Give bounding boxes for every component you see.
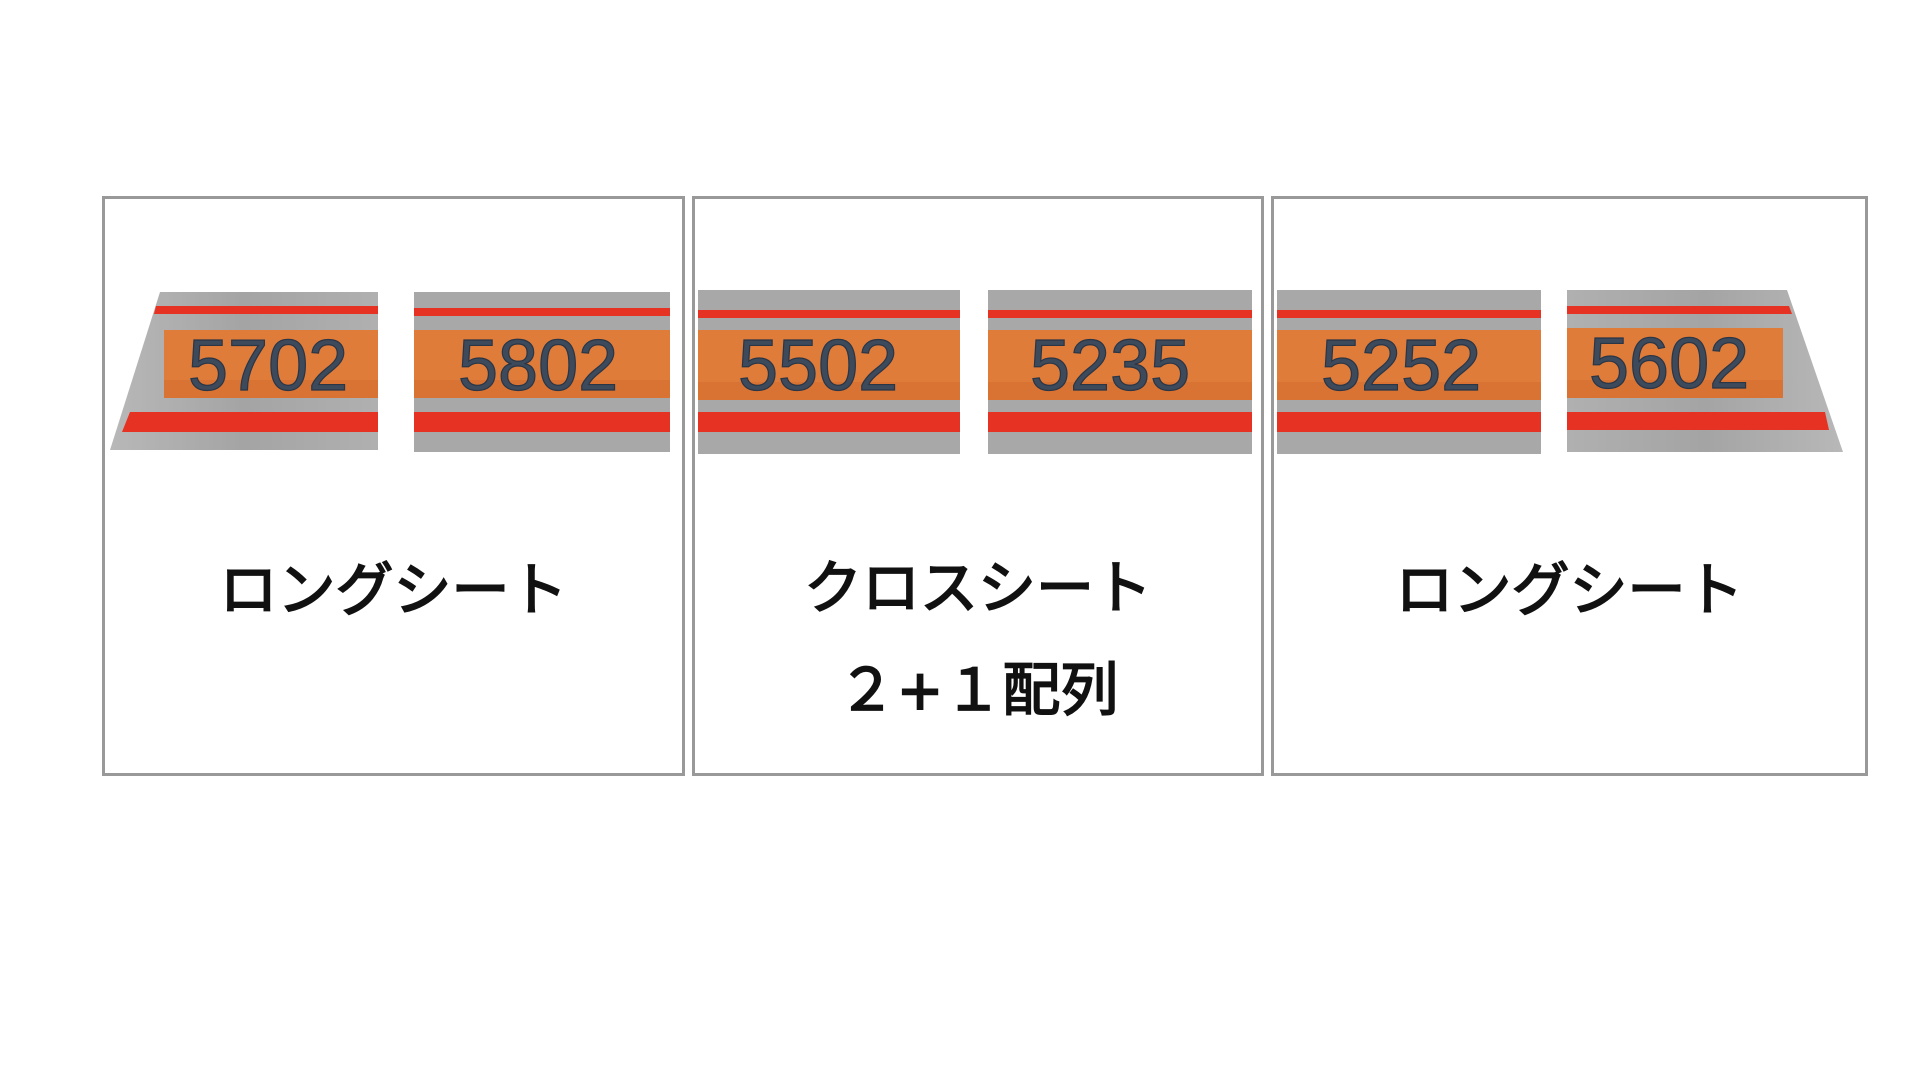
- window-band-shade: [164, 380, 378, 398]
- bottom-red-stripe: [698, 412, 960, 432]
- car-5702: 5702: [110, 292, 378, 450]
- window-band-shade: [698, 382, 960, 400]
- car-number: 5502: [738, 326, 898, 406]
- car-5252: 5252: [1277, 290, 1541, 454]
- car-number: 5252: [1321, 326, 1481, 406]
- bottom-red-stripe: [1277, 412, 1541, 432]
- top-red-stripe: [1567, 306, 1792, 314]
- seat-group-1-panel: [102, 196, 685, 776]
- seat-type-label-3: ロングシート: [1395, 556, 1744, 624]
- top-red-stripe: [988, 310, 1252, 318]
- car-5602: 5602: [1567, 290, 1843, 452]
- window-band-shade: [1567, 380, 1783, 398]
- car-5502: 5502: [698, 290, 960, 454]
- bottom-red-stripe: [414, 412, 670, 432]
- car-number: 5235: [1030, 326, 1190, 406]
- top-red-stripe: [1277, 310, 1541, 318]
- car-number: 5702: [188, 326, 348, 406]
- top-red-stripe: [154, 306, 378, 314]
- car-5235: 5235: [988, 290, 1252, 454]
- bottom-red-stripe: [988, 412, 1252, 432]
- bottom-red-stripe: [122, 412, 378, 432]
- car-number: 5602: [1589, 324, 1749, 404]
- seat-group-3-panel: [1271, 196, 1868, 776]
- window-band-shade: [414, 380, 670, 398]
- window-band-shade: [1277, 382, 1541, 400]
- seat-type-label-1: ロングシート: [219, 556, 568, 624]
- top-red-stripe: [698, 310, 960, 318]
- window-band-shade: [988, 382, 1252, 400]
- seat-type-label-2: クロスシート ２+１配列: [803, 554, 1152, 724]
- top-red-stripe: [414, 308, 670, 316]
- car-5802: 5802: [414, 292, 670, 452]
- bottom-red-stripe: [1567, 412, 1829, 430]
- car-number: 5802: [458, 326, 618, 406]
